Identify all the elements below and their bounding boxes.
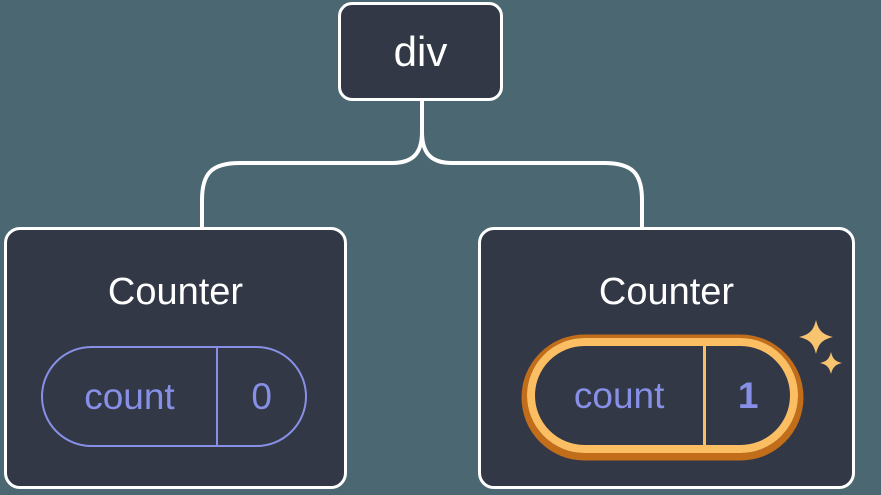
counter-card-left: Counter count 0 bbox=[4, 227, 347, 489]
state-key-label: count bbox=[573, 374, 665, 416]
component-name-label: Counter bbox=[107, 271, 244, 313]
state-key-label: count bbox=[84, 375, 175, 417]
state-pill-highlighted: count 1 bbox=[527, 338, 798, 453]
sparkles-icon bbox=[799, 320, 842, 374]
pill-divider bbox=[703, 346, 707, 445]
connector-right-branch bbox=[420, 99, 644, 229]
sparkle-large-star bbox=[799, 320, 833, 354]
counter-card-right: Counter count 1 bbox=[478, 227, 855, 489]
state-value: 1 bbox=[737, 374, 759, 416]
state-pill: count 0 bbox=[41, 346, 307, 447]
component-name-label: Counter bbox=[598, 271, 735, 313]
tree-root-node-div: div bbox=[338, 2, 503, 101]
connector-left-branch bbox=[200, 99, 424, 229]
root-node-label: div bbox=[393, 27, 448, 75]
state-value: 0 bbox=[251, 375, 272, 417]
pill-divider bbox=[215, 348, 219, 445]
sparkle-small-star bbox=[820, 352, 842, 374]
